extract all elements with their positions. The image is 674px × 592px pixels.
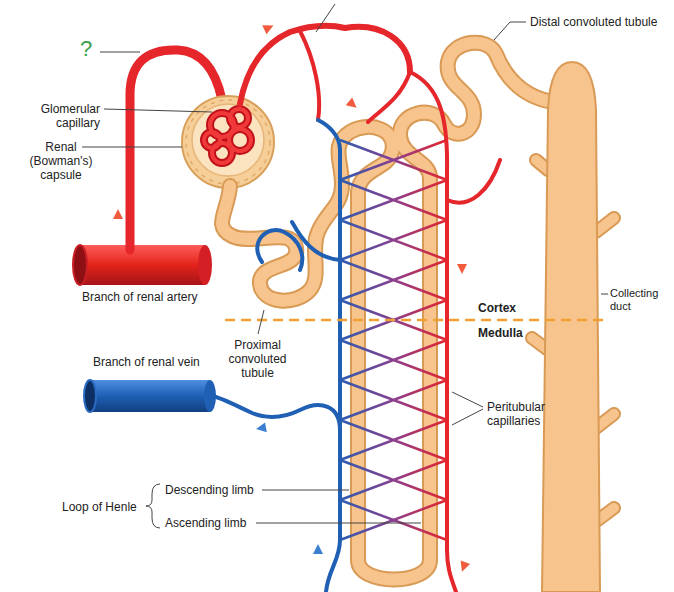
part-label: Peritubular capillaries — [487, 400, 567, 428]
leader-line — [82, 147, 182, 148]
renal-tubule — [222, 43, 552, 580]
leader-line — [601, 294, 608, 295]
boundary-line — [225, 319, 606, 322]
venous-flow-arrows — [255, 422, 323, 554]
leader-line — [316, 4, 335, 32]
efferent-arteriole — [240, 26, 410, 104]
leader-line — [494, 22, 526, 40]
leader-line — [262, 490, 349, 491]
flow-arrow — [255, 422, 267, 434]
renal-vein — [90, 380, 210, 412]
part-label: Descending limb — [165, 483, 254, 497]
peritubular-capillaries — [340, 140, 447, 540]
capsule-cells — [186, 100, 270, 184]
tubule-outline — [222, 43, 552, 580]
glomerulus-loop — [204, 132, 220, 148]
leader-line — [100, 52, 140, 53]
group-label: Loop of Henle — [62, 500, 137, 514]
part-label: Renal (Bowman's) capsule — [25, 140, 97, 182]
afferent-arteriole — [130, 50, 222, 250]
bracket — [146, 484, 160, 528]
flow-arrow — [313, 544, 323, 554]
bowmans-capsule — [182, 96, 274, 188]
leader-line — [256, 523, 421, 524]
flow-arrow — [457, 561, 470, 574]
flow-arrow — [262, 21, 275, 34]
glomerulus — [204, 109, 251, 163]
leader-line — [452, 409, 483, 425]
glomerulus-outline — [204, 109, 251, 163]
leader-lines — [82, 4, 608, 528]
renal-artery-opening — [73, 245, 87, 285]
collecting-duct — [542, 62, 600, 592]
region-label: Cortex — [478, 301, 516, 315]
flow-arrow — [113, 209, 123, 219]
part-label: Glomerular capillary — [28, 102, 100, 130]
glomerulus-loop — [230, 109, 248, 127]
renal-artery — [80, 245, 205, 285]
leader-line — [104, 109, 212, 112]
part-label: Proximal convoluted tubule — [215, 338, 300, 380]
part-label: Branch of renal artery — [82, 290, 197, 304]
part-label: Ascending limb — [165, 516, 246, 530]
question-mark: ? — [80, 36, 92, 61]
renal-vein-opening — [84, 380, 96, 412]
part-label: Distal convoluted tubule — [530, 15, 657, 29]
region-label: Medulla — [478, 326, 523, 340]
red-capillary — [300, 31, 500, 592]
leader-line — [258, 310, 264, 334]
flow-arrow — [346, 98, 360, 112]
flow-arrow — [457, 264, 467, 274]
capsule-space — [192, 104, 264, 176]
part-label: Branch of renal vein — [93, 355, 200, 369]
part-label: Collecting duct — [610, 287, 668, 313]
leader-line — [452, 392, 483, 407]
renal-artery-end — [198, 245, 212, 285]
